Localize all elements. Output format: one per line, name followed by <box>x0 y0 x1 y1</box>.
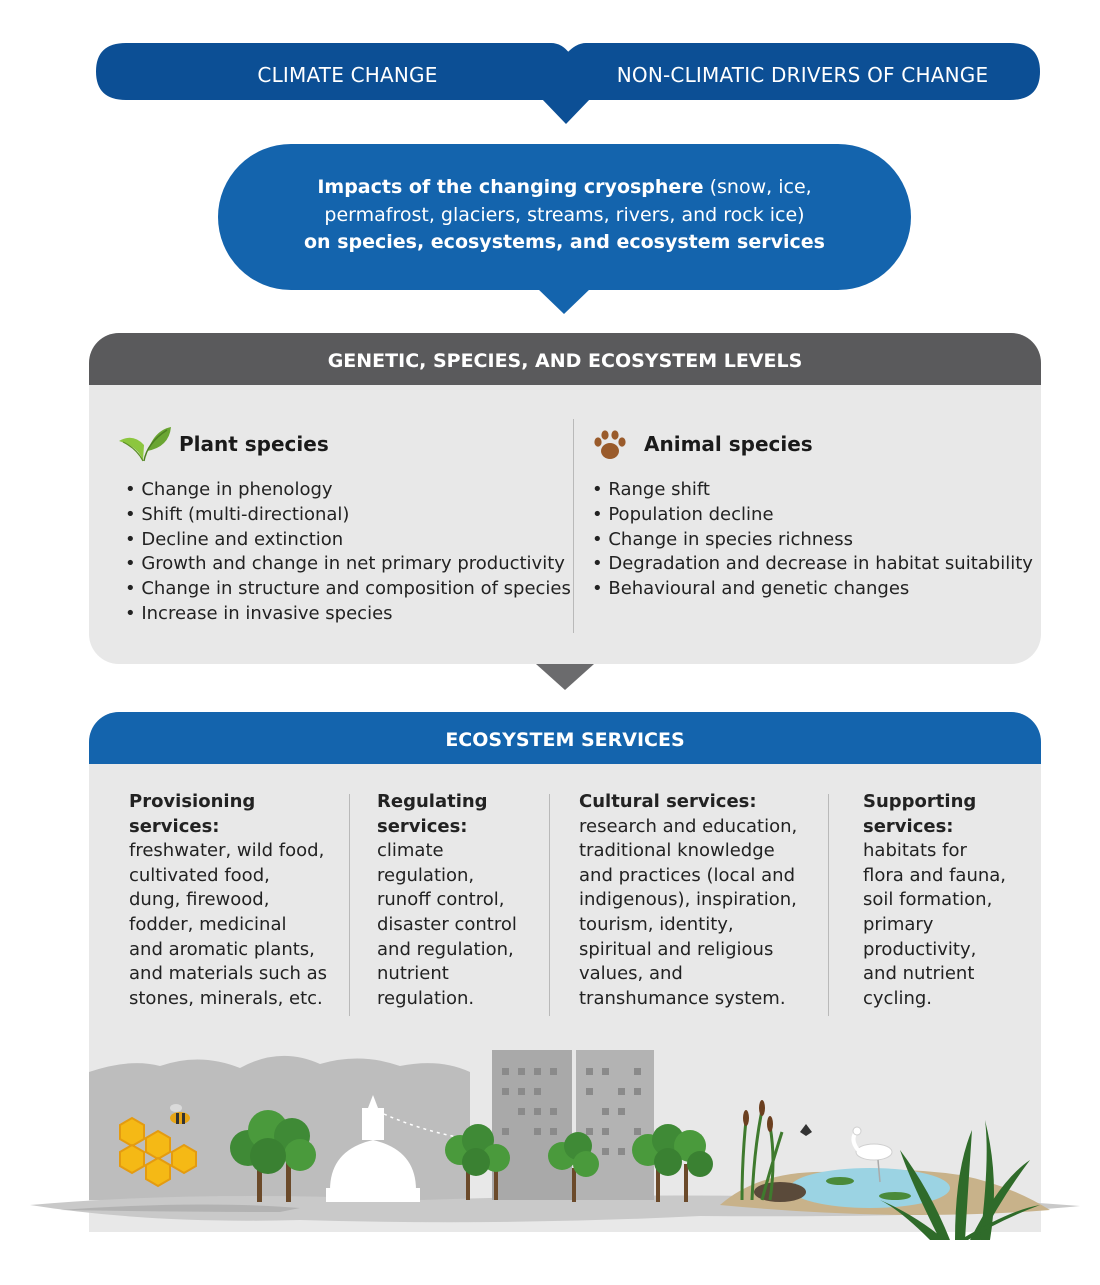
service-title: Supporting <box>863 791 977 812</box>
tree-icon <box>445 1124 510 1200</box>
impacts-box: Impacts of the changing cryosphere (snow… <box>218 144 911 290</box>
service-body: and aromatic plants, <box>129 938 315 960</box>
tree-icon <box>548 1132 599 1202</box>
ground-shadow <box>60 1204 300 1212</box>
service-body: dung, firewood, <box>129 889 270 911</box>
service-body: regulation, <box>377 864 475 886</box>
butterfly-icon <box>800 1124 812 1136</box>
service-body: primary <box>863 913 934 935</box>
services-divider <box>349 794 350 1016</box>
service-body: habitats for <box>863 840 967 862</box>
levels-panel: GENETIC, SPECIES, AND ECOSYSTEM LEVELS P… <box>89 333 1041 664</box>
service-body: freshwater, wild food, <box>129 840 325 862</box>
service-body: stones, minerals, etc. <box>129 987 323 1009</box>
paw-icon <box>594 430 626 459</box>
prayer-flags <box>383 1113 463 1139</box>
reeds-icon <box>740 1109 784 1201</box>
service-body: indigenous), inspiration, <box>579 889 797 911</box>
impacts-cryosphere-list: (snow, ice, permafrost, glaciers, stream… <box>324 176 812 226</box>
list-item: Range shift <box>592 478 1033 503</box>
list-item: Growth and change in net primary product… <box>125 552 571 577</box>
list-item: Population decline <box>592 503 1033 528</box>
provisioning-services: Provisioning services: freshwater, wild … <box>129 790 327 1011</box>
services-divider <box>549 794 550 1016</box>
service-body: values, and <box>579 963 683 985</box>
lily-pad <box>879 1192 911 1200</box>
service-body: transhumance system. <box>579 987 786 1009</box>
service-title: services: <box>129 815 220 837</box>
impacts-arrow <box>537 288 591 314</box>
animal-species-title: Animal species <box>644 432 813 456</box>
non-climatic-drivers-label: NON-CLIMATIC DRIVERS OF CHANGE <box>616 63 989 87</box>
service-body: traditional knowledge <box>579 840 775 862</box>
service-body: cultivated food, <box>129 864 270 886</box>
honeycomb-icon <box>119 1116 197 1188</box>
service-body: nutrient <box>377 963 449 985</box>
heron-icon <box>851 1126 893 1183</box>
supporting-services: Supporting services: habitats for flora … <box>863 790 1006 1011</box>
animal-species-list: Range shift Population decline Change in… <box>592 478 1033 602</box>
service-body: and regulation, <box>377 938 514 960</box>
list-item: Degradation and decrease in habitat suit… <box>592 552 1033 577</box>
list-item: Change in phenology <box>125 478 571 503</box>
non-climatic-drivers-shape <box>566 43 1040 100</box>
list-item: Increase in invasive species <box>125 602 571 627</box>
cattail-icon <box>743 1100 773 1132</box>
list-item: Decline and extinction <box>125 528 571 553</box>
plant-species-title: Plant species <box>179 432 329 456</box>
cultural-services: Cultural services: research and educatio… <box>579 790 797 1011</box>
service-body: tourism, identity, <box>579 913 734 935</box>
service-title: Cultural services: <box>579 791 757 812</box>
impacts-subtitle: on species, ecosystems, and ecosystem se… <box>304 231 825 253</box>
levels-header: GENETIC, SPECIES, AND ECOSYSTEM LEVELS <box>89 333 1041 385</box>
service-title: Regulating <box>377 791 488 812</box>
service-body: soil formation, <box>863 889 993 911</box>
service-body: productivity, <box>863 938 977 960</box>
service-body: and practices (local and <box>579 864 796 886</box>
service-body: flora and fauna, <box>863 864 1007 886</box>
plant-species-list: Change in phenology Shift (multi-directi… <box>125 478 571 627</box>
impacts-title: Impacts of the changing cryosphere <box>317 176 704 198</box>
stupa-icon <box>326 1095 420 1202</box>
services-divider <box>828 794 829 1016</box>
drivers-banner <box>96 43 1040 124</box>
service-body: spiritual and religious <box>579 938 774 960</box>
lily-pad <box>826 1177 854 1185</box>
service-title: services: <box>863 815 954 837</box>
service-title: services: <box>377 815 468 837</box>
list-item: Shift (multi-directional) <box>125 503 571 528</box>
bee-icon <box>170 1104 190 1124</box>
service-body: cycling. <box>863 987 933 1009</box>
tree-icon <box>230 1110 316 1202</box>
levels-arrow <box>536 664 594 690</box>
service-body: and materials such as <box>129 963 328 985</box>
pond <box>790 1168 950 1208</box>
list-item: Behavioural and genetic changes <box>592 577 1033 602</box>
leaf-icon <box>119 427 171 462</box>
service-body: climate <box>377 840 444 862</box>
service-body: and nutrient <box>863 963 975 985</box>
service-title: Provisioning <box>129 791 256 812</box>
list-item: Change in structure and composition of s… <box>125 577 571 602</box>
regulating-services: Regulating services: climate regulation,… <box>377 790 517 1011</box>
buildings-icon <box>492 1050 654 1200</box>
tree-icon <box>632 1124 713 1202</box>
climate-change-label: CLIMATE CHANGE <box>257 63 438 87</box>
grass-icon <box>880 1120 1040 1240</box>
service-body: disaster control <box>377 913 517 935</box>
drivers-arrow <box>541 98 591 124</box>
levels-divider <box>573 419 574 633</box>
climate-change-shape <box>96 43 570 100</box>
service-body: fodder, medicinal <box>129 913 287 935</box>
list-item: Change in species richness <box>592 528 1033 553</box>
service-body: runoff control, <box>377 889 505 911</box>
service-body: research and education, <box>579 815 798 837</box>
landscape-illustration <box>30 1050 1080 1240</box>
service-body: regulation. <box>377 987 475 1009</box>
ecosystem-services-header: ECOSYSTEM SERVICES <box>89 712 1041 764</box>
